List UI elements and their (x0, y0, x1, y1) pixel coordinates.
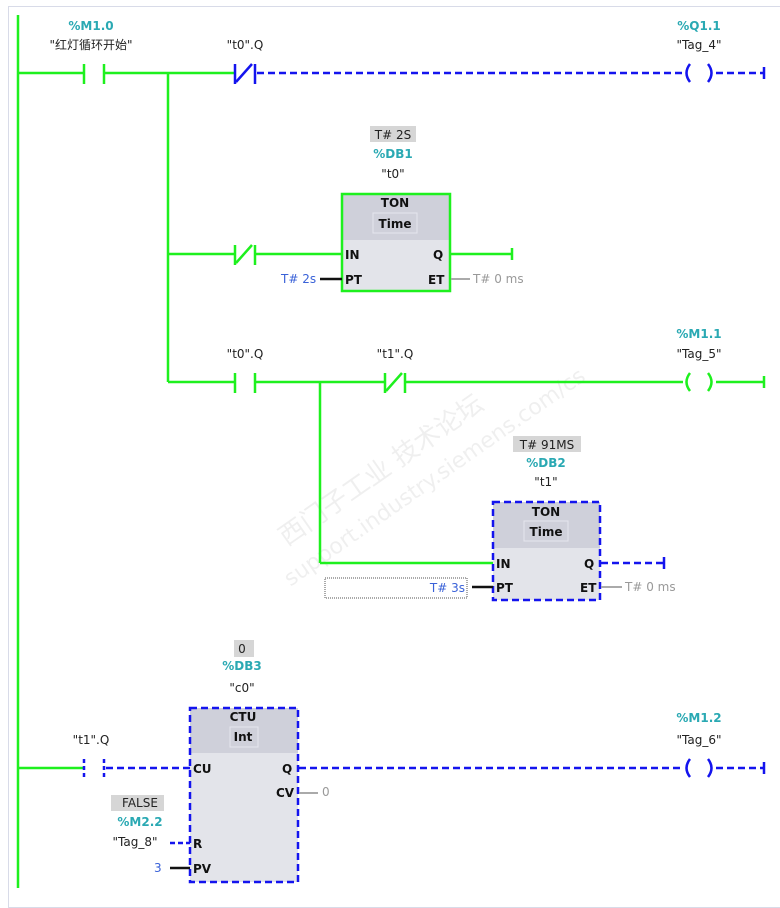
ton-block-t0[interactable]: TON Time IN Q PT ET (340, 192, 452, 293)
counter-instance: "c0" (229, 681, 254, 695)
coil-m1-2[interactable] (685, 758, 713, 778)
contact-tag: "t0".Q (227, 38, 264, 52)
counter-value: 0 (238, 642, 246, 656)
contact-t1-q-nc[interactable] (383, 372, 407, 393)
timer-db: %DB1 (373, 147, 412, 161)
pt-input-field[interactable] (324, 577, 468, 599)
pin-r: R (193, 837, 202, 851)
timer-value-bg (513, 436, 581, 452)
contact-tag: "t1".Q (377, 347, 414, 361)
pin-q: Q (282, 762, 292, 776)
pt-value[interactable]: T# 3s (429, 581, 465, 595)
block-datatype: Int (234, 730, 253, 744)
reset-value-bg (111, 795, 164, 811)
block-type: CTU (230, 710, 257, 724)
ctu-block-c0[interactable]: CTU Int CU Q CV R PV (188, 706, 300, 884)
block-type: TON (532, 505, 560, 519)
coil-tag: "Tag_5" (677, 347, 722, 361)
pin-in: IN (496, 557, 511, 571)
timer-db: %DB2 (526, 456, 565, 470)
coil-q1-1[interactable] (685, 63, 713, 83)
counter-value-bg (234, 640, 254, 657)
pin-cu: CU (193, 762, 212, 776)
contact-t1-q-no[interactable] (82, 759, 106, 779)
reset-tag[interactable]: "Tag_8" (113, 835, 158, 849)
ladder-diagram: .g{stroke:#1ef01e;stroke-width:2.5;fill:… (16, 15, 766, 888)
block-datatype: Time (530, 525, 563, 539)
timer-instance: "t1" (534, 475, 557, 489)
coil-address: %Q1.1 (677, 19, 720, 33)
pin-q: Q (433, 248, 443, 262)
contact-t1-q-nc[interactable] (233, 244, 257, 265)
pin-cv: CV (276, 786, 295, 800)
cv-value: 0 (322, 785, 330, 799)
contact-tag: "红灯循环开始" (49, 37, 132, 52)
coil-m1-1[interactable] (685, 372, 713, 392)
rung-3: "t0".Q "t1".Q %M1.1 "Tag_5" T# 91MS %DB2… (168, 327, 766, 602)
coil-tag: "Tag_4" (677, 38, 722, 52)
reset-value: FALSE (122, 796, 158, 810)
pin-q: Q (584, 557, 594, 571)
pin-pt: PT (345, 273, 363, 287)
contact-t0-q-nc[interactable] (233, 63, 257, 84)
timer-instance: "t0" (381, 167, 404, 181)
coil-tag: "Tag_6" (677, 733, 722, 747)
timer-value-bg (370, 126, 416, 142)
timer-value: T# 2S (374, 128, 411, 142)
contact-address: %M1.0 (68, 19, 113, 33)
rung-4: "t1".Q 0 %DB3 "c0" CTU Int CU Q CV R PV … (18, 640, 766, 884)
contact-t0-q-no[interactable] (233, 373, 257, 393)
coil-address: %M1.2 (676, 711, 721, 725)
pin-pt: PT (496, 581, 514, 595)
pin-in: IN (345, 248, 360, 262)
et-value: T# 0 ms (472, 272, 524, 286)
pt-value[interactable]: T# 2s (280, 272, 316, 286)
contact-tag: "t1".Q (73, 733, 110, 747)
block-datatype: Time (379, 217, 412, 231)
block-type: TON (381, 196, 409, 210)
pin-et: ET (580, 581, 597, 595)
rung-1: %M1.0 "红灯循环开始" "t0".Q %Q1.1 "Tag_4" (18, 19, 766, 382)
et-value: T# 0 ms (624, 580, 676, 594)
ton-block-t1[interactable]: TON Time IN Q PT ET (491, 500, 602, 602)
contact-tag: "t0".Q (227, 347, 264, 361)
contact-m1-0[interactable] (82, 64, 106, 84)
reset-address: %M2.2 (117, 815, 162, 829)
counter-db: %DB3 (222, 659, 261, 673)
pin-pv: PV (193, 862, 212, 876)
pin-et: ET (428, 273, 445, 287)
coil-address: %M1.1 (676, 327, 721, 341)
timer-value: T# 91MS (519, 438, 574, 452)
rung-2: T# 2S %DB1 "t0" TON Time IN Q PT ET T# 2… (168, 126, 524, 293)
pv-value[interactable]: 3 (154, 861, 162, 875)
